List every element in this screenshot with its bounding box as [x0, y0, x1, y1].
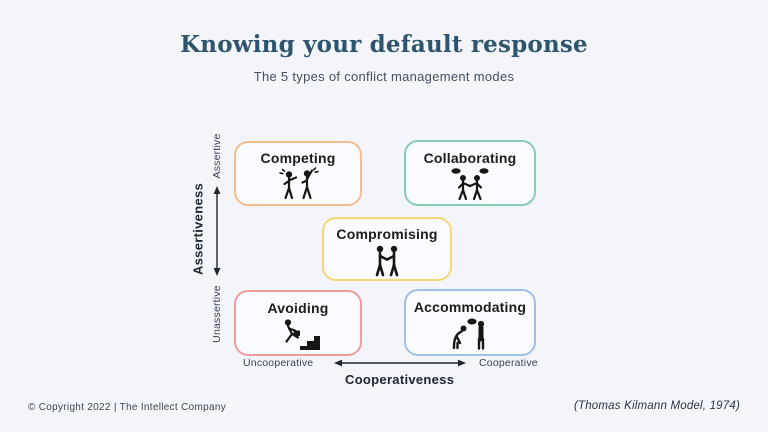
page-subtitle: The 5 types of conflict management modes	[253, 69, 515, 84]
y-axis-top-tick-label: Assertive	[211, 133, 223, 179]
mode-box-accommodating: Accommodating	[404, 289, 536, 356]
copyright-text: © Copyright 2022 | The Intellect Company	[28, 402, 226, 413]
mode-label-avoiding: Avoiding	[267, 299, 329, 316]
avoiding-walking-away-icon	[274, 317, 322, 351]
cooperativeness-axis-arrow-icon	[334, 359, 466, 367]
mode-label-competing: Competing	[260, 150, 336, 166]
competing-arguing-people-icon	[274, 167, 322, 201]
x-axis-right-tick-label: Cooperative	[479, 357, 538, 369]
mode-label-collaborating: Collaborating	[423, 149, 517, 166]
collaborating-handshake-speech-icon	[446, 167, 494, 201]
compromising-handshake-icon	[363, 243, 411, 277]
mode-box-competing: Competing	[234, 141, 362, 206]
y-axis-bottom-tick-label: Unassertive	[211, 285, 223, 343]
page-title: Knowing your default response	[180, 31, 588, 58]
mode-label-accommodating: Accommodating	[413, 299, 527, 315]
mode-box-collaborating: Collaborating	[404, 140, 536, 206]
x-axis-label: Cooperativeness	[345, 372, 455, 387]
accommodating-bowing-icon	[446, 316, 494, 350]
assertiveness-axis-arrow-icon	[213, 186, 221, 276]
x-axis-left-tick-label: Uncooperative	[243, 357, 314, 369]
model-attribution-text: (Thomas Kilmann Model, 1974)	[573, 400, 740, 412]
mode-box-avoiding: Avoiding	[234, 290, 362, 356]
y-axis-label: Assertiveness	[190, 182, 206, 276]
mode-label-compromising: Compromising	[336, 225, 438, 242]
mode-box-compromising: Compromising	[322, 217, 452, 281]
